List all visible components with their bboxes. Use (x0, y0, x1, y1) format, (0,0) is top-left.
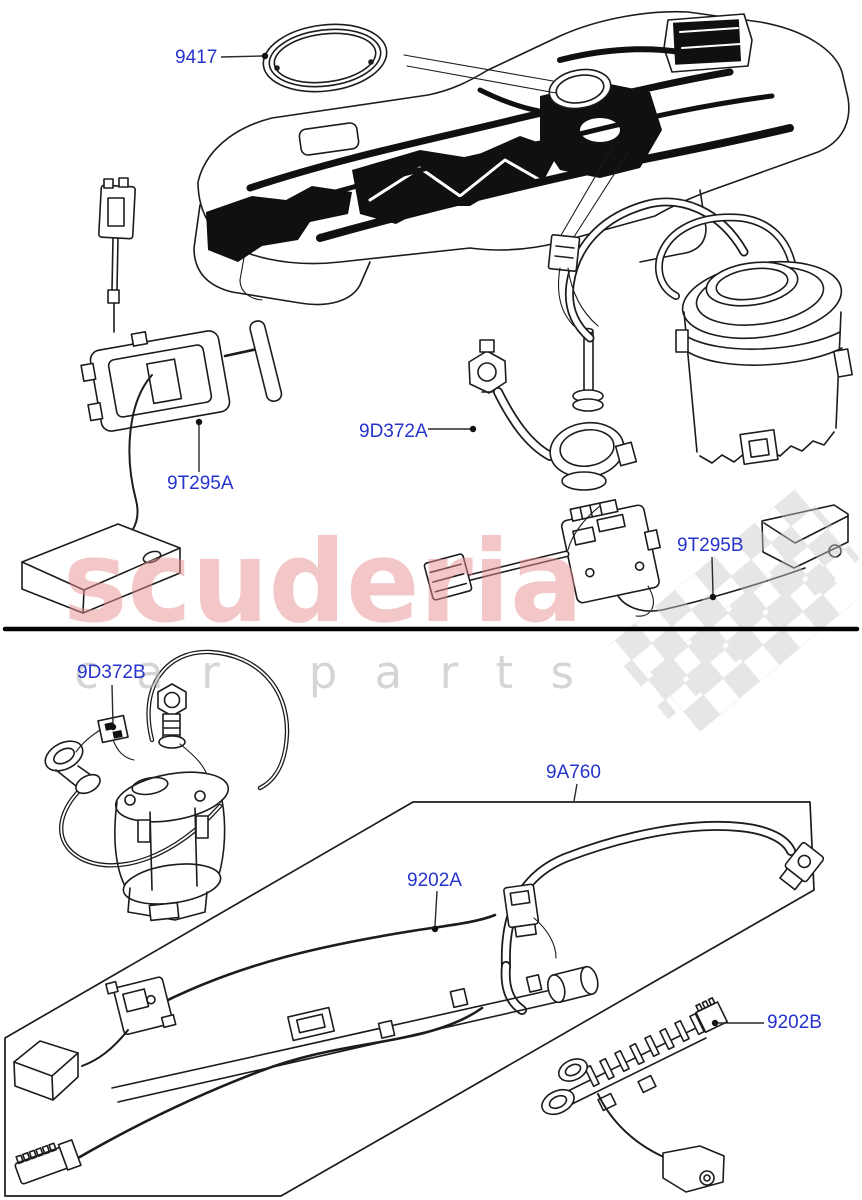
part-label-9417[interactable]: 9417 (175, 47, 218, 68)
fuel-filter-hose-illustration (468, 327, 638, 491)
lower-section-illustration (4, 649, 825, 1197)
leader-lines (109, 52, 764, 1027)
part-label-9D372B[interactable]: 9D372B (77, 662, 146, 683)
fuel-pump-filter-illustration (44, 649, 290, 922)
part-label-9T295B[interactable]: 9T295B (677, 535, 744, 556)
harness-plate-outline (4, 801, 815, 1197)
seal-ring-illustration (262, 23, 388, 93)
fuel-pump-module-illustration (547, 197, 853, 466)
checkered-flag-graphic (607, 485, 860, 732)
part-label-9202A[interactable]: 9202A (407, 870, 462, 891)
part-label-9202B[interactable]: 9202B (767, 1012, 822, 1033)
part-label-9D372A[interactable]: 9D372A (359, 421, 428, 442)
watermark-tagline-text: car parts (74, 646, 574, 699)
fuel-harness-illustration (13, 820, 825, 1185)
fuel-tank-illustration (193, 10, 850, 306)
watermark: scuderia car parts (63, 485, 860, 732)
watermark-brand-text: scuderia (63, 516, 583, 648)
part-label-9T295A[interactable]: 9T295A (167, 473, 234, 494)
jet-pump-sender-illustration (541, 997, 728, 1193)
fuel-sender-a-illustration (21, 177, 283, 614)
part-label-9A760[interactable]: 9A760 (546, 762, 601, 783)
